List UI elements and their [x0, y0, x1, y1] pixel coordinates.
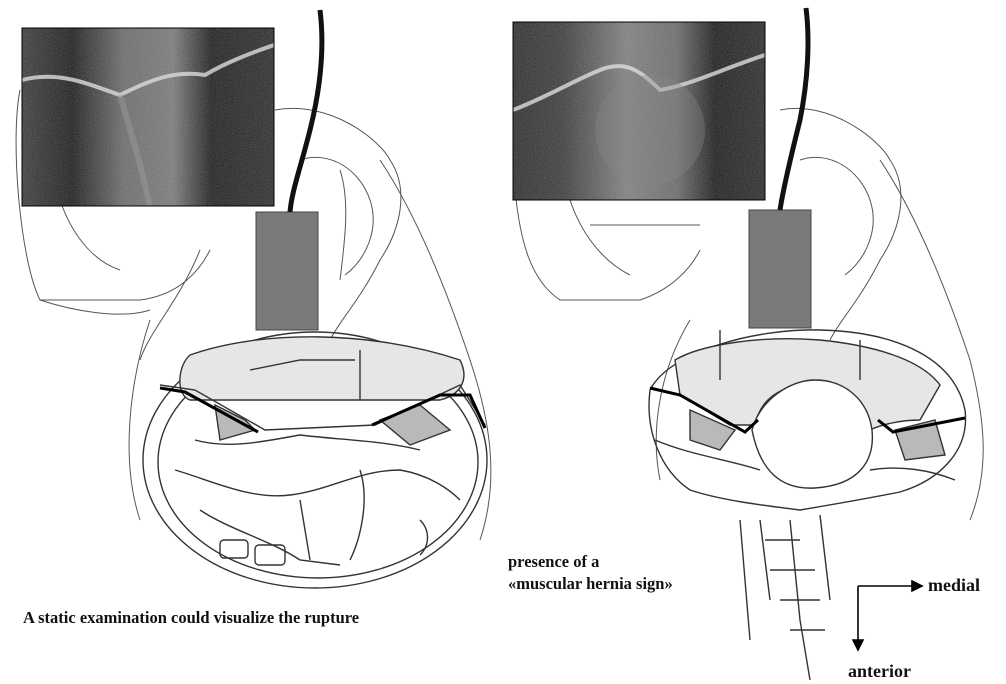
ultrasound-probe-icon — [256, 212, 318, 330]
left-panel — [16, 10, 491, 588]
arrow-down-head — [853, 640, 863, 650]
ultrasound-image-right — [513, 22, 765, 200]
right-caption: presence of a «muscular hernia sign» — [508, 551, 738, 596]
left-caption: A static examination could visualize the… — [23, 607, 423, 629]
cross-section-right — [649, 330, 965, 680]
cross-section-left — [143, 332, 487, 588]
orientation-axes — [853, 581, 922, 650]
arrow-right-head — [912, 581, 922, 591]
axis-medial-label: medial — [928, 575, 980, 596]
ultrasound-probe-icon — [749, 210, 811, 328]
right-caption-line1: presence of a — [508, 551, 738, 573]
right-caption-line2: «muscular hernia sign» — [508, 573, 738, 595]
axis-anterior-label: anterior — [848, 661, 911, 682]
ultrasound-image-left — [22, 28, 274, 206]
